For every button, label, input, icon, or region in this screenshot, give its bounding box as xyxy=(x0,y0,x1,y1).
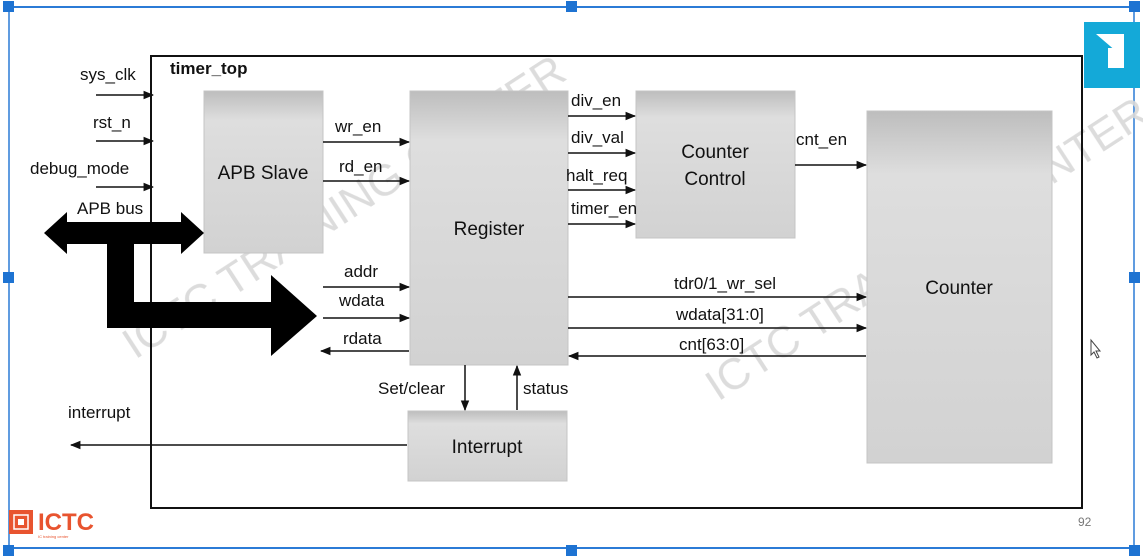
cnt-en-label: cnt_en xyxy=(796,130,847,149)
logo-text: ICTC xyxy=(38,509,94,536)
resize-handle-middle-left[interactable] xyxy=(3,272,14,283)
resize-handle-bottom-right[interactable] xyxy=(1129,545,1140,556)
interrupt-label: Interrupt xyxy=(452,437,523,458)
apb-slave-block[interactable] xyxy=(203,90,324,254)
page-number: 92 xyxy=(1078,515,1092,529)
rst-n-label: rst_n xyxy=(93,113,131,132)
register-block[interactable] xyxy=(409,90,569,366)
timer-top-boundary xyxy=(150,55,1083,509)
register-label: Register xyxy=(454,219,525,240)
debug-mode-label: debug_mode xyxy=(30,159,129,178)
apb-bus-to-register-arrow xyxy=(107,244,317,356)
rd-en-label: rd_en xyxy=(339,157,382,176)
ictc-logo: ICTC IC training center xyxy=(9,509,94,539)
timer-top-label: timer_top xyxy=(170,59,247,78)
counter-control-label-line1: Counter xyxy=(681,142,749,163)
cnt-bus-label: cnt[63:0] xyxy=(679,335,744,354)
resize-handle-middle-right[interactable] xyxy=(1129,272,1140,283)
wr-en-label: wr_en xyxy=(334,117,381,136)
resize-handle-bottom-center[interactable] xyxy=(566,545,577,556)
interrupt-output-label: interrupt xyxy=(68,403,131,422)
div-val-label: div_val xyxy=(571,128,624,147)
resize-handle-top-right[interactable] xyxy=(1129,1,1140,12)
counter-label: Counter xyxy=(925,278,993,299)
interrupt-block[interactable] xyxy=(407,410,568,482)
rdata-label: rdata xyxy=(343,329,382,348)
apb-bus-double-arrow xyxy=(44,212,204,254)
logo-subtext: IC training center xyxy=(38,534,69,539)
resize-handle-top-left[interactable] xyxy=(3,1,14,12)
wdata-label: wdata xyxy=(338,291,385,310)
mouse-cursor-icon xyxy=(1090,338,1102,359)
halt-req-label: halt_req xyxy=(566,166,627,185)
counter-control-block[interactable] xyxy=(635,90,796,239)
set-clear-label: Set/clear xyxy=(378,379,445,398)
apb-bus-label: APB bus xyxy=(77,199,143,218)
wdata-bus-label: wdata[31:0] xyxy=(675,305,764,324)
timer-en-label: timer_en xyxy=(571,199,637,218)
counter-block[interactable] xyxy=(866,110,1053,464)
status-label: status xyxy=(523,379,568,398)
sys-clk-label: sys_clk xyxy=(80,65,136,84)
addr-label: addr xyxy=(344,262,378,281)
counter-control-label-line2: Control xyxy=(684,169,745,190)
div-en-label: div_en xyxy=(571,91,621,110)
app-corner-icon[interactable] xyxy=(1084,22,1140,88)
resize-handle-bottom-left[interactable] xyxy=(3,545,14,556)
resize-handle-top-center[interactable] xyxy=(566,1,577,12)
apb-slave-label: APB Slave xyxy=(218,163,309,184)
tdr-wr-sel-label: tdr0/1_wr_sel xyxy=(674,274,776,293)
